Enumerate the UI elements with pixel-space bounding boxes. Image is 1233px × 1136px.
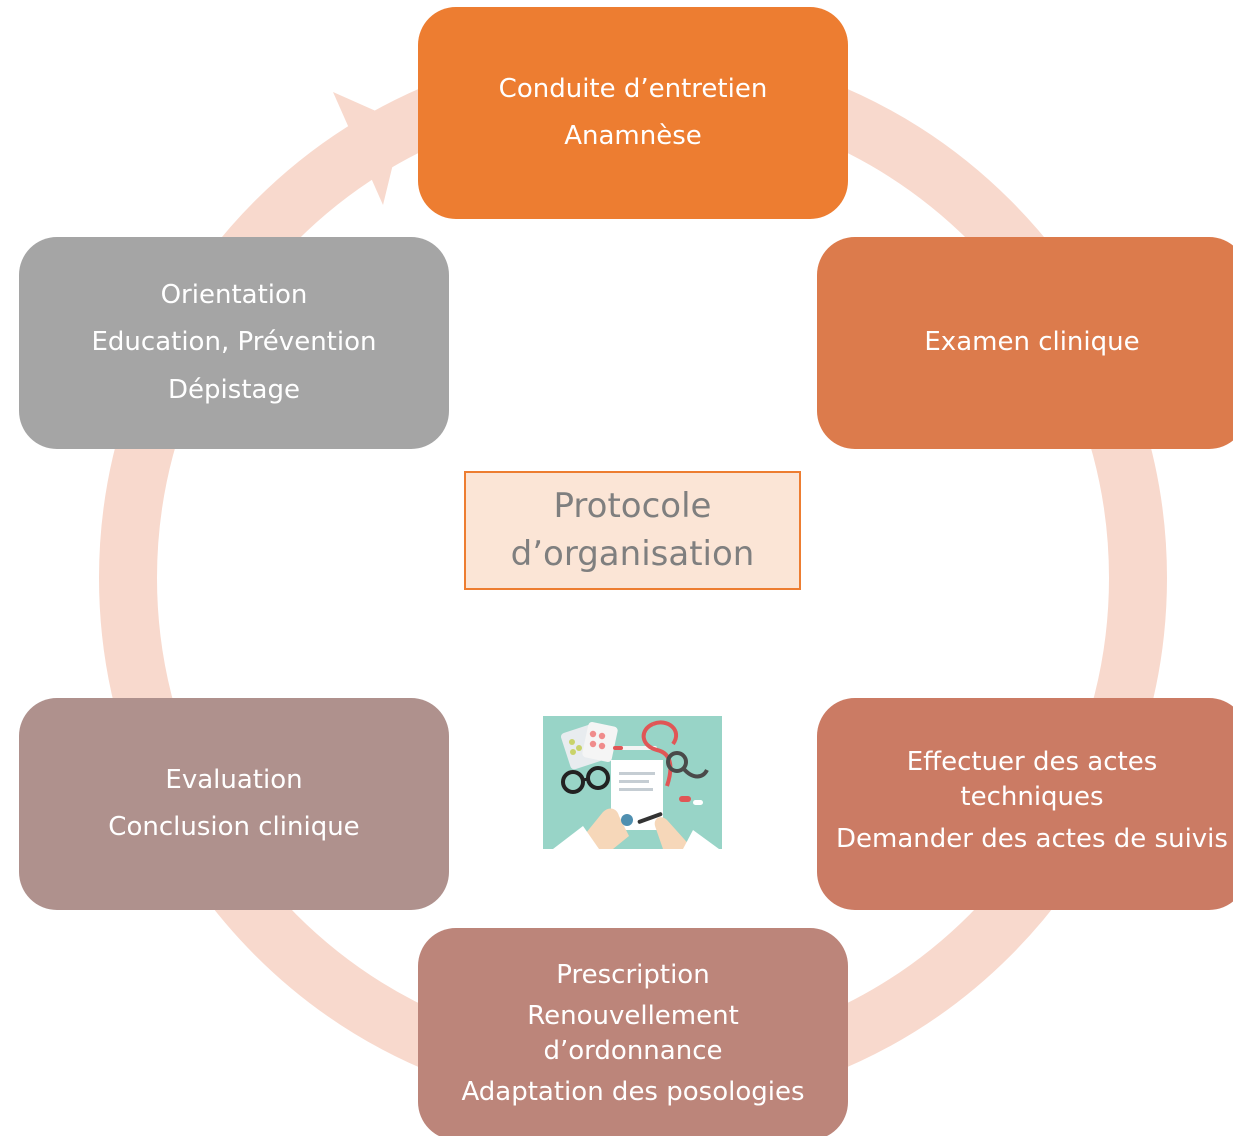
step-examen-clinique: Examen clinique [817,237,1233,449]
step-label: Effectuer des actes [906,747,1158,778]
step-prescription: Prescription Renouvellement d’ordonnance… [418,928,848,1136]
center-title-box: Protocole d’organisation [464,471,801,590]
step-label: Renouvellement [527,1000,739,1031]
step-label: Prescription [556,959,710,990]
step-label: techniques [960,782,1104,813]
step-label: Conclusion clinique [108,812,360,842]
center-title-line: Protocole [553,485,712,526]
step-label: d’ordonnance [543,1036,723,1066]
center-title-line: d’organisation [510,533,755,574]
step-label: Adaptation des posologies [461,1077,805,1108]
step-conduite-entretien: Conduite d’entretien Anamnèse [418,7,848,219]
cycle-arrowhead [333,92,403,205]
step-actes-techniques: Effectuer des actes techniques Demander … [817,698,1233,910]
step-label: Conduite d’entretien [498,73,768,104]
step-label: Evaluation [165,764,303,795]
step-label: Examen clinique [924,327,1140,358]
step-evaluation: Evaluation Conclusion clinique [19,698,449,910]
doctor-desk-illustration-icon [543,716,722,849]
step-label: Demander des actes de suivis [836,823,1228,854]
step-label: Dépistage [168,374,300,405]
step-orientation: Orientation Education, Prévention Dépist… [19,237,449,449]
step-label: Anamnèse [564,121,702,151]
step-label: Orientation [160,280,308,311]
step-label: Education, Prévention [91,327,377,358]
